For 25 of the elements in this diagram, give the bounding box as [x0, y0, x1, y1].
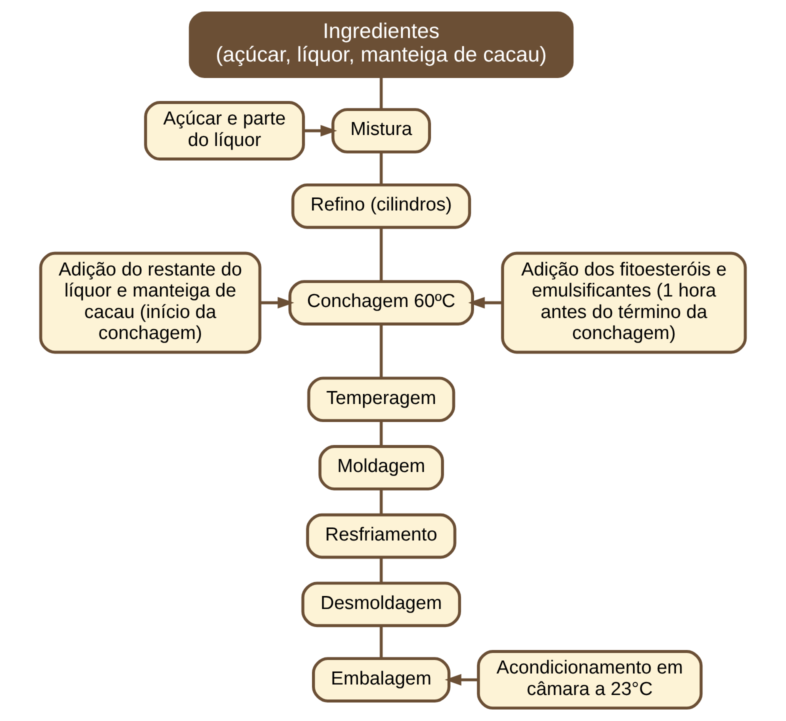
connector	[380, 152, 383, 185]
node-box: Temperagem	[307, 376, 456, 422]
node-box: Refino (cilindros)	[291, 183, 472, 229]
node-box: Açúcar e parte do líquor	[144, 101, 305, 160]
node-box: Moldagem	[318, 445, 444, 490]
node-box: Resfriamento	[306, 513, 456, 559]
node-box: Embalagem	[312, 657, 450, 702]
connector	[380, 420, 383, 446]
arrow	[303, 124, 338, 137]
node-box: Ingredientes (açúcar, líquor, manteiga de cacau)	[188, 11, 574, 78]
connector	[380, 626, 383, 658]
arrow	[468, 296, 503, 309]
node-box: Adição do restante do líquor e manteiga de cacau (início da conchagem)	[39, 252, 262, 354]
arrow	[260, 296, 294, 309]
node-box: Conchagem 60ºC	[288, 280, 474, 326]
connector	[380, 489, 383, 515]
connector	[380, 324, 383, 378]
connector	[380, 76, 383, 110]
node-box: Mistura	[331, 108, 431, 154]
connector	[380, 228, 383, 282]
connector	[380, 557, 383, 584]
node-box: Desmoldagem	[301, 582, 462, 628]
node-box: Adição dos fitoesteróis e emulsificantes (1 hora antes do término da conchagem)	[501, 252, 747, 354]
arrow	[444, 674, 478, 686]
node-box: Acondicionamento em câmara a 23°C	[476, 650, 703, 710]
